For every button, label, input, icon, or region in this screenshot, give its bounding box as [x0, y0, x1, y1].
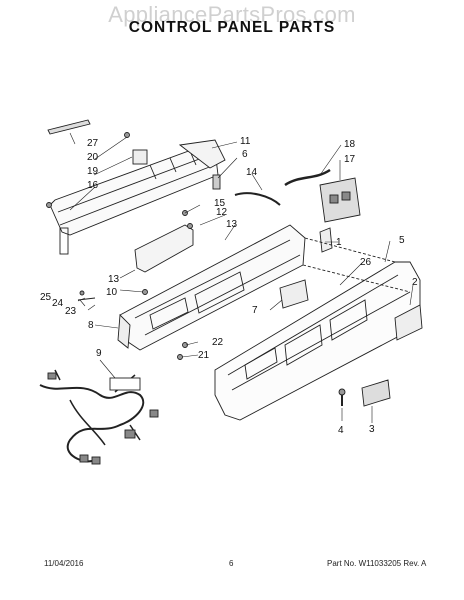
callout-5: 5 — [399, 235, 405, 246]
pcb-bracket — [134, 224, 194, 273]
callout-10: 10 — [106, 287, 118, 298]
bracket-1 — [319, 227, 333, 253]
callout-19: 19 — [87, 166, 99, 177]
display-window-2 — [394, 304, 423, 341]
footer-part-reference: Part No. W11033205 Rev. A — [327, 559, 427, 568]
callout-13: 13 — [226, 219, 238, 230]
part-20-box — [132, 149, 148, 165]
callout-25: 25 — [40, 292, 52, 303]
callout-17: 17 — [344, 154, 356, 165]
callout-16: 16 — [87, 180, 99, 191]
watermark: AppliancePartsPros.com — [108, 2, 356, 27]
callout-9: 9 — [96, 348, 102, 359]
callout-20: 20 — [87, 152, 99, 163]
keypad-7 — [279, 279, 309, 309]
knob-6 — [212, 174, 221, 190]
callout-14: 14 — [246, 167, 258, 178]
callout-27: 27 — [87, 138, 99, 149]
callout-15: 15 — [214, 198, 226, 209]
callout-12: 12 — [216, 207, 228, 218]
callout-7: 7 — [252, 305, 258, 316]
callout-1: 1 — [336, 237, 342, 248]
callout-2: 2 — [412, 277, 418, 288]
cable-tie-18 — [47, 119, 91, 135]
harness-19 — [284, 168, 331, 187]
callout-18: 18 — [344, 139, 356, 150]
callout-labels: 1234567891011121313141516171819202122232… — [40, 136, 418, 436]
callout-22: 22 — [212, 337, 224, 348]
wiring-harness-9 — [39, 384, 145, 463]
callout-4: 4 — [338, 425, 344, 436]
page-title: CONTROL PANEL PARTS — [128, 19, 336, 36]
callout-24: 24 — [52, 298, 64, 309]
callout-26: 26 — [360, 257, 372, 268]
footer-date: 11/04/2016 — [44, 559, 84, 568]
control-module-17 — [319, 177, 361, 223]
callout-21: 21 — [198, 350, 210, 361]
callout-6: 6 — [242, 149, 248, 160]
callout-3: 3 — [369, 424, 375, 435]
callout-23: 23 — [65, 306, 77, 317]
callout-13: 13 — [108, 274, 120, 285]
wire-14 — [234, 192, 281, 206]
lens-3 — [361, 379, 391, 407]
top-bracket — [178, 139, 226, 169]
console-end-cap — [117, 313, 131, 349]
callout-8: 8 — [88, 320, 94, 331]
footer-page-number: 6 — [229, 559, 234, 568]
callout-11: 11 — [240, 136, 251, 147]
